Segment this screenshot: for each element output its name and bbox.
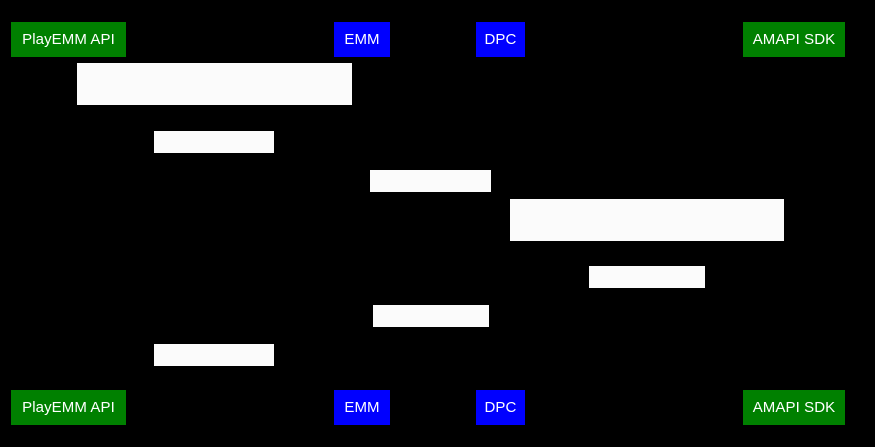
message-label-enrollment-tokens-create: enrollmentTokens.create( enrollmentToken… — [77, 63, 352, 182]
participant-footer-emm-label: EMM — [344, 399, 380, 416]
message-label-devices-update: devices.update() — [154, 344, 274, 403]
participant-header-emm[interactable]: EMM — [334, 22, 390, 57]
message-label-userid-deviceid-from-sdk-line1: userId, deviceId — [597, 309, 697, 325]
message-label-enrollment-token-to-dpc-line1: enrollment token — [378, 213, 483, 229]
participant-footer-amapi-sdk[interactable]: AMAPI SDK — [743, 390, 845, 425]
participant-footer-playemm-api-label: PlayEMM API — [22, 399, 115, 416]
message-label-enrollment-tokens-create-line1: enrollmentTokens.create( — [135, 106, 294, 122]
participant-footer-emm[interactable]: EMM — [334, 390, 390, 425]
participant-header-emm-label: EMM — [344, 31, 380, 48]
participant-footer-playemm-api[interactable]: PlayEMM API — [11, 390, 126, 425]
participant-footer-amapi-sdk-label: AMAPI SDK — [752, 399, 836, 416]
participant-header-amapi-sdk-label: AMAPI SDK — [752, 31, 836, 48]
participant-header-dpc-label: DPC — [484, 31, 517, 48]
participant-header-playemm-api-label: PlayEMM API — [22, 31, 115, 48]
participant-footer-dpc-label: DPC — [484, 399, 517, 416]
message-label-enrollment-token-to-dpc: enrollment token — [370, 170, 491, 229]
participant-header-amapi-sdk[interactable]: AMAPI SDK — [743, 22, 845, 57]
message-label-enrollment-token-response: enrollmentToken — [154, 131, 274, 190]
message-label-start-account-setup-line2: .startAccountSetup(entrollment token) — [529, 302, 765, 318]
message-label-userid-deviceid-from-sdk: userId, deviceId — [589, 266, 705, 325]
participant-header-dpc[interactable]: DPC — [476, 22, 525, 57]
message-label-userid-deviceid-to-emm-line1: userId, deviceId — [381, 348, 481, 364]
message-label-enrollment-token-response-line1: enrollmentToken — [162, 174, 266, 190]
message-label-enrollment-tokens-create-line2: enrollmentTokenType=userlessDevice) — [94, 166, 335, 182]
message-label-start-account-setup-line1: accountSetupClient — [586, 242, 708, 258]
participant-header-playemm-api[interactable]: PlayEMM API — [11, 22, 126, 57]
message-label-userid-deviceid-to-emm: userId, deviceId — [373, 305, 489, 364]
participant-footer-dpc[interactable]: DPC — [476, 390, 525, 425]
message-label-start-account-setup: accountSetupClient .startAccountSetup(en… — [510, 199, 784, 318]
message-label-devices-update-line1: devices.update() — [162, 387, 266, 403]
